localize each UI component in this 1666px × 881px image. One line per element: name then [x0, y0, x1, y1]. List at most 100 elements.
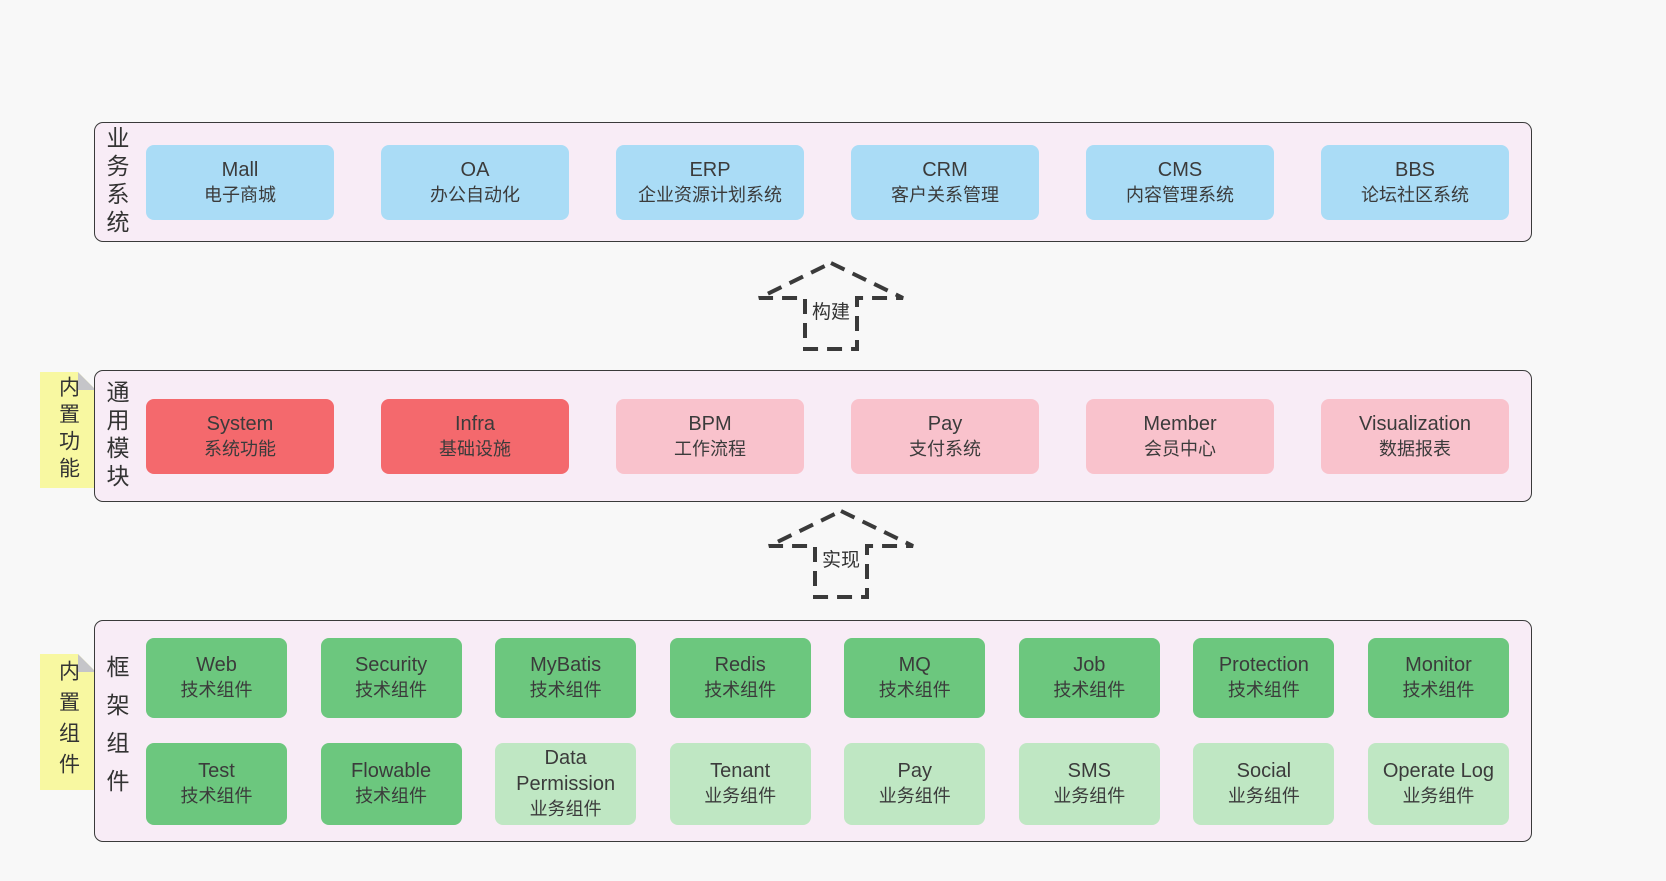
node-title: CRM: [922, 158, 968, 181]
diagram-node-tenant: Tenant 业务组件: [669, 742, 811, 825]
node-subtitle: 技术组件: [180, 786, 253, 806]
node-title: Security: [354, 654, 428, 676]
sticky-note-built-in-components: 内置组件: [40, 654, 96, 790]
diagram-node-social: Social 业务组件: [1193, 742, 1335, 825]
diagram-node-security: Security 技术组件: [320, 637, 462, 718]
node-subtitle: 工作流程: [674, 438, 746, 459]
diagram-node-flowable: Flowable 技术组件: [320, 742, 462, 825]
dashed-up-arrow-icon: [768, 508, 914, 599]
node-subtitle: 支付系统: [909, 438, 981, 459]
node-title: System: [206, 412, 274, 435]
node-title: Monitor: [1405, 654, 1472, 676]
node-subtitle: 基础设施: [439, 438, 511, 459]
sticky-note-built-in-features: 内置功能: [40, 372, 96, 488]
node-subtitle: 客户关系管理: [891, 184, 999, 205]
diagram-node-crm: CRM 客户关系管理: [851, 144, 1039, 220]
band-business-systems-rows: Mall 电子商城 OA 办公自动化 ERP 企业资源计划系统 CRM 客户关系…: [146, 123, 1509, 241]
diagram-node-mall: Mall 电子商城: [146, 144, 334, 220]
node-subtitle: 内容管理系统: [1126, 184, 1234, 205]
band-framework-components-label: 框架组件: [103, 655, 129, 807]
node-title: Tenant: [710, 760, 771, 782]
note-text: 内置组件: [56, 660, 80, 784]
node-subtitle: 业务组件: [529, 799, 602, 819]
diagram-node-system: System 系统功能: [146, 398, 334, 474]
node-subtitle: 论坛社区系统: [1361, 184, 1469, 205]
node-title: Data Permission: [516, 747, 616, 795]
diagram-node-bbs: BBS 论坛社区系统: [1321, 144, 1509, 220]
node-subtitle: 技术组件: [180, 680, 253, 700]
node-title: Member: [1143, 412, 1217, 435]
node-subtitle: 技术组件: [1402, 680, 1475, 700]
node-title: Redis: [714, 654, 766, 676]
diagram-node-erp: ERP 企业资源计划系统: [616, 144, 804, 220]
node-row: System 系统功能 Infra 基础设施 BPM 工作流程 Pay 支付系统…: [146, 398, 1509, 474]
diagram-node-bpm: BPM 工作流程: [616, 398, 804, 474]
diagram-node-pay-module: Pay 支付系统: [851, 398, 1039, 474]
node-subtitle: 电子商城: [204, 184, 276, 205]
note-text: 内置功能: [56, 376, 80, 484]
diagram-node-monitor: Monitor 技术组件: [1367, 637, 1509, 718]
dashed-up-arrow-icon: [758, 260, 904, 351]
node-subtitle: 技术组件: [704, 680, 777, 700]
node-title: Job: [1073, 654, 1106, 676]
diagram-node-oa: OA 办公自动化: [381, 144, 569, 220]
node-title: Web: [196, 654, 237, 676]
node-title: Mall: [221, 158, 259, 181]
diagram-node-test: Test 技术组件: [146, 742, 287, 825]
node-subtitle: 业务组件: [878, 786, 951, 806]
diagram-node-operate-log: Operate Log 业务组件: [1367, 742, 1509, 825]
band-business-systems: 业务系统 Mall 电子商城 OA 办公自动化 ERP 企业资源计划系统 CRM…: [94, 122, 1532, 242]
diagram-node-data-permission: Data Permission 业务组件: [495, 742, 637, 825]
band-common-modules-label: 通用模块: [103, 380, 129, 492]
node-title: Test: [198, 760, 235, 782]
node-subtitle: 业务组件: [1402, 786, 1475, 806]
node-title: MyBatis: [530, 654, 602, 676]
node-title: MQ: [898, 654, 931, 676]
diagram-node-job: Job 技术组件: [1018, 637, 1160, 718]
diagram-node-cms: CMS 内容管理系统: [1086, 144, 1274, 220]
band-framework-components-rows: Web 技术组件 Security 技术组件 MyBatis 技术组件 Redi…: [146, 621, 1509, 841]
node-title: Infra: [454, 412, 496, 435]
node-subtitle: 会员中心: [1144, 438, 1216, 459]
node-row: Mall 电子商城 OA 办公自动化 ERP 企业资源计划系统 CRM 客户关系…: [146, 144, 1509, 220]
node-title: Flowable: [351, 760, 432, 782]
node-title: Pay: [927, 412, 963, 435]
node-subtitle: 企业资源计划系统: [638, 184, 782, 205]
node-title: ERP: [689, 158, 731, 181]
node-title: CMS: [1157, 158, 1203, 181]
diagram-node-member: Member 会员中心: [1086, 398, 1274, 474]
up-arrow-build: 构建: [756, 260, 906, 352]
node-title: Visualization: [1359, 412, 1471, 435]
node-subtitle: 业务组件: [1227, 786, 1300, 806]
node-title: Social: [1236, 760, 1292, 782]
node-subtitle: 数据报表: [1379, 438, 1451, 459]
node-row: Web 技术组件 Security 技术组件 MyBatis 技术组件 Redi…: [146, 637, 1509, 718]
node-title: Operate Log: [1382, 760, 1495, 782]
node-subtitle: 技术组件: [1053, 680, 1126, 700]
band-common-modules-rows: System 系统功能 Infra 基础设施 BPM 工作流程 Pay 支付系统…: [146, 371, 1509, 501]
node-subtitle: 技术组件: [529, 680, 602, 700]
node-title: SMS: [1067, 760, 1111, 782]
diagram-node-protection: Protection 技术组件: [1193, 637, 1335, 718]
diagram-node-web: Web 技术组件: [146, 637, 287, 718]
node-title: Protection: [1218, 654, 1309, 676]
arrow-build-label: 构建: [807, 296, 855, 325]
band-common-modules: 通用模块 System 系统功能 Infra 基础设施 BPM 工作流程 Pay…: [94, 370, 1532, 502]
band-framework-components: 框架组件 Web 技术组件 Security 技术组件 MyBatis 技术组件…: [94, 620, 1532, 842]
band-business-systems-label: 业务系统: [103, 126, 129, 238]
node-title: OA: [460, 158, 490, 181]
diagram-node-infra: Infra 基础设施: [381, 398, 569, 474]
node-title: Pay: [897, 760, 932, 782]
node-subtitle: 技术组件: [355, 786, 428, 806]
node-title: BBS: [1394, 158, 1436, 181]
node-subtitle: 业务组件: [704, 786, 777, 806]
diagram-node-mybatis: MyBatis 技术组件: [495, 637, 637, 718]
up-arrow-implement: 实现: [766, 508, 916, 600]
node-subtitle: 技术组件: [1227, 680, 1300, 700]
diagram-node-mq: MQ 技术组件: [844, 637, 986, 718]
node-subtitle: 办公自动化: [430, 184, 520, 205]
arrow-implement-label: 实现: [817, 544, 865, 573]
diagram-node-sms: SMS 业务组件: [1018, 742, 1160, 825]
node-subtitle: 系统功能: [204, 438, 276, 459]
